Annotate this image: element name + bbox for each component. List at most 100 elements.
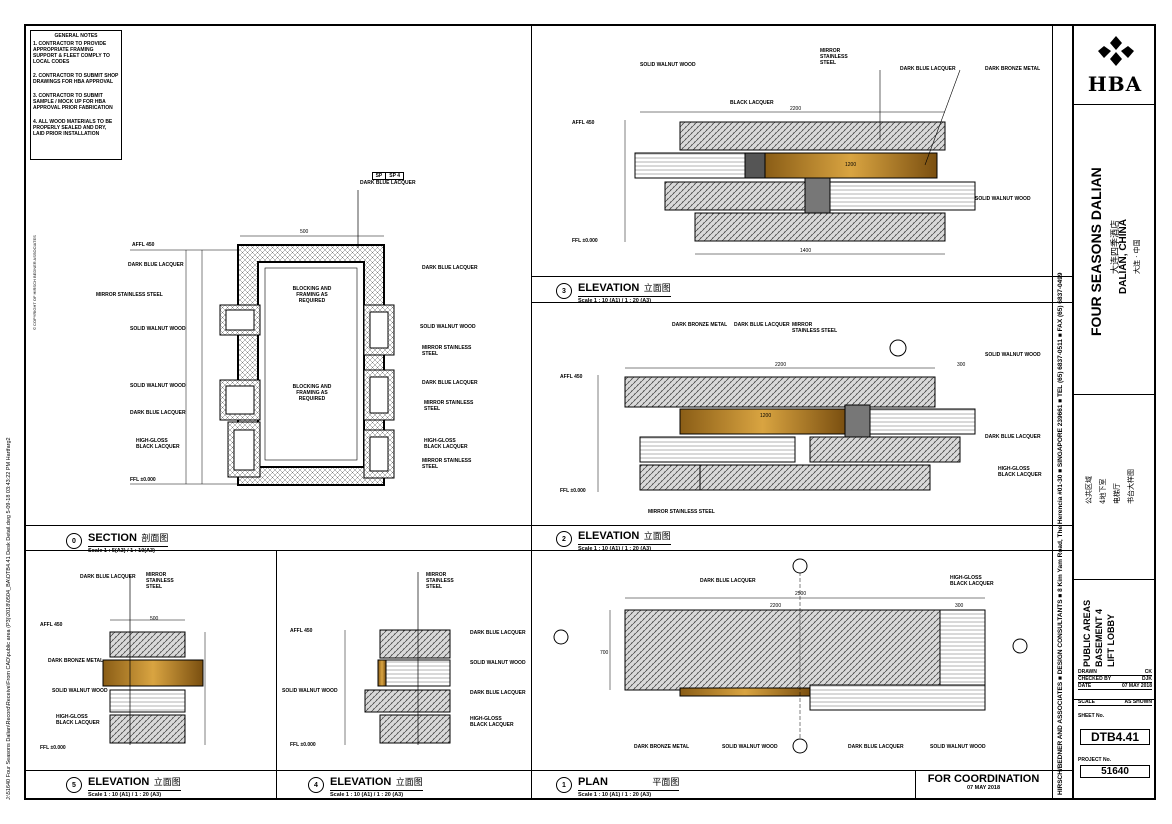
view-title-cn: 立面图 (643, 532, 671, 542)
divider (531, 525, 1072, 526)
note-item: 4. ALL WOOD MATERIALS TO BE PROPERLY SEA… (33, 119, 113, 137)
view-scale: Scale 1 : 10 (A1) / 1 : 20 (A3) (578, 790, 680, 798)
caption-plan: 1 PLAN 平面图 Scale 1 : 10 (A1) / 1 : 20 (A… (556, 772, 680, 798)
callout: DARK BRONZE METAL (48, 658, 104, 664)
project-no-label: PROJECT No. (1078, 757, 1112, 763)
dim-label: 700 (600, 650, 609, 656)
drawing-frame (24, 24, 1156, 800)
project-location-cn: 大连 · 中国 (1133, 239, 1141, 274)
view-scale: Scale 1 : 10 (A1) / 1 : 20 (A3) (578, 544, 671, 552)
view-scale: Scale 1 : 10 (A1) / 1 : 20 (A3) (88, 790, 181, 798)
callout: DARK BLUE LACQUER (470, 630, 526, 636)
area-cn-block: 公共区域 4地下室 电梯厅 书台大样图 (1074, 394, 1156, 580)
divider (531, 276, 1072, 277)
callout: HIGH-GLOSS BLACK LACQUER (424, 438, 468, 450)
callout: DARK BLUE LACQUER (985, 434, 1041, 440)
level-label: FFL ±0.000 (572, 238, 598, 244)
view-title: ELEVATION (330, 776, 392, 788)
area-cn-line: 4地下室 (1099, 478, 1107, 504)
callout: DARK BLUE LACQUER (128, 262, 184, 268)
view-title-cn: 平面图 (652, 778, 680, 788)
callout: MIRROR STAINLESS STEEL (648, 509, 715, 515)
dim-label: 500 (150, 616, 159, 622)
caption-elevation-2: 2 ELEVATION 立面图 Scale 1 : 10 (A1) / 1 : … (556, 526, 671, 552)
view-number: 1 (556, 777, 572, 793)
divider (531, 550, 1072, 551)
sheet-title-line: PUBLIC AREAS (1082, 599, 1092, 667)
dim-label: 300 (957, 362, 966, 368)
consultant-band-text: HIRSCH/BEDNER AND ASSOCIATES ■ DESIGN CO… (1057, 272, 1064, 795)
level-label: AFFL 450 (132, 242, 155, 248)
notes-title: GENERAL NOTES (54, 33, 98, 39)
note-item: 2. CONTRACTOR TO SUBMIT SHOP DRAWINGS FO… (33, 73, 119, 85)
sheet-title-line: BASEMENT 4 (1094, 608, 1104, 667)
level-label: FFL ±0.000 (290, 742, 316, 748)
callout: SOLID WALNUT WOOD (722, 744, 778, 750)
callout: SOLID WALNUT WOOD (975, 196, 1031, 202)
elevation-4-drawing (344, 572, 451, 745)
view-title: ELEVATION (578, 530, 640, 542)
elevation-2-drawing (597, 339, 976, 492)
callout: HIGH-GLOSS BLACK LACQUER (136, 438, 180, 450)
section-drawing (130, 190, 395, 486)
dim-label: 1200 (760, 413, 772, 419)
vertical-band (1052, 24, 1072, 800)
view-title-cn: 立面图 (153, 778, 181, 788)
note-item: 1. CONTRACTOR TO PROVIDE APPROPRIATE FRA… (33, 41, 110, 65)
view-number: 5 (66, 777, 82, 793)
callout: DARK BLUE LACQUER (422, 265, 478, 271)
divider (24, 525, 531, 526)
stamp-date: 07 MAY 2018 (966, 785, 1001, 791)
dim-label: 2200 (770, 603, 782, 609)
level-label: FFL ±0.000 (560, 488, 586, 494)
callout: SOLID WALNUT WOOD (420, 324, 476, 330)
callout: DARK BLUE LACQUER (734, 322, 790, 328)
view-scale: Scale 1 : 10 (A1) / 1 : 20 (A3) (578, 296, 671, 304)
callout: MIRROR STAINLESS STEEL (792, 322, 838, 334)
area-cn-line: 电梯厅 (1113, 483, 1121, 504)
callout: BLOCKING AND FRAMING AS REQUIRED (292, 384, 332, 402)
project-name: FOUR SEASONS DALIAN (1088, 167, 1104, 336)
callout: SOLID WALNUT WOOD (470, 660, 526, 666)
view-number: 0 (66, 533, 82, 549)
dim-label: 2200 (775, 362, 787, 368)
callout: HIGH-GLOSS BLACK LACQUER (998, 466, 1042, 478)
callout: SOLID WALNUT WOOD (52, 688, 108, 694)
level-label: AFFL 450 (40, 622, 63, 628)
callout: BLOCKING AND FRAMING AS REQUIRED (292, 286, 332, 304)
project-number: 51640 (1080, 765, 1150, 778)
level-label: FFL ±0.000 (40, 745, 66, 751)
level-label: FFL ±0.000 (130, 477, 156, 483)
hba-logo-icon (1098, 36, 1134, 66)
callout: MIRROR STAINLESS STEEL (426, 572, 454, 590)
view-number: 3 (556, 283, 572, 299)
logo-area: HBA (1074, 24, 1156, 105)
scale-value: AS SHOWN (1124, 699, 1153, 705)
general-notes: GENERAL NOTES 1. CONTRACTOR TO PROVIDE A… (30, 30, 122, 160)
view-title-cn: 立面图 (643, 284, 671, 294)
level-label: AFFL 450 (290, 628, 313, 634)
callout: MIRROR STAINLESS STEEL (424, 400, 474, 412)
callout: DARK BLUE LACQUER (470, 690, 526, 696)
callout: MIRROR STAINLESS STEEL (422, 345, 472, 357)
callout: SOLID WALNUT WOOD (282, 688, 338, 694)
drawn-by: CK (1144, 669, 1152, 675)
dim-label: 1200 (845, 162, 857, 168)
callout: DARK BLUE LACQUER (80, 574, 136, 580)
dim-label: 300 (955, 603, 964, 609)
checked-by: DJK (1141, 676, 1152, 682)
elevation-5-drawing (102, 575, 206, 745)
dim-label: 2200 (790, 106, 802, 112)
elevation-3-drawing (624, 69, 976, 255)
callout: SOLID WALNUT WOOD (930, 744, 986, 750)
area-cn-line: 公共区域 (1085, 476, 1093, 504)
callout: MIRROR STAINLESS STEEL (96, 292, 163, 298)
view-number: 4 (308, 777, 324, 793)
plan-drawing (553, 558, 1028, 754)
project-location: DALIAN, CHINA (1118, 219, 1129, 294)
view-title: SECTION (88, 532, 137, 544)
level-label: AFFL 450 (560, 374, 583, 380)
callout: DARK BLUE LACQUER (848, 744, 904, 750)
